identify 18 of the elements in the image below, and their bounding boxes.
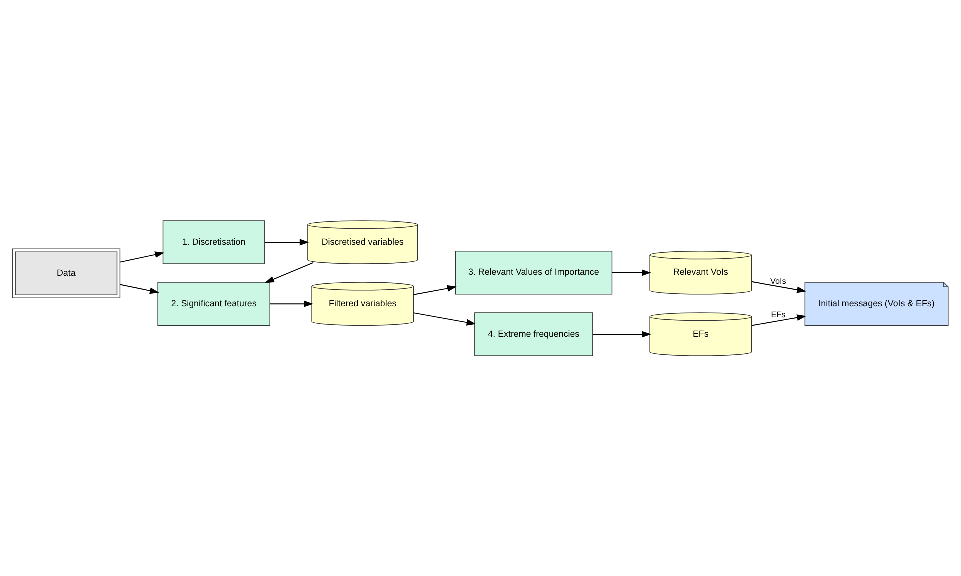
edge-label: EFs	[771, 310, 786, 319]
arrow	[592, 330, 652, 338]
node-box: Data	[12, 248, 121, 298]
edge-label: VoIs	[770, 276, 786, 286]
node-box: 1. Discretisation	[162, 220, 266, 264]
node-box: 2. Significant features	[158, 282, 270, 326]
arrow	[413, 284, 457, 295]
arrow	[120, 284, 160, 294]
node-box: 3. Relevant Values of Importance	[455, 250, 613, 294]
arrow	[413, 312, 476, 326]
arrow	[270, 300, 314, 307]
node-box: 4. Extreme frequencies	[474, 312, 594, 356]
arrow	[120, 251, 165, 262]
arrow	[265, 262, 314, 283]
arrow	[751, 314, 807, 326]
arrow	[264, 238, 310, 246]
arrow	[751, 280, 807, 293]
arrow	[612, 269, 652, 276]
